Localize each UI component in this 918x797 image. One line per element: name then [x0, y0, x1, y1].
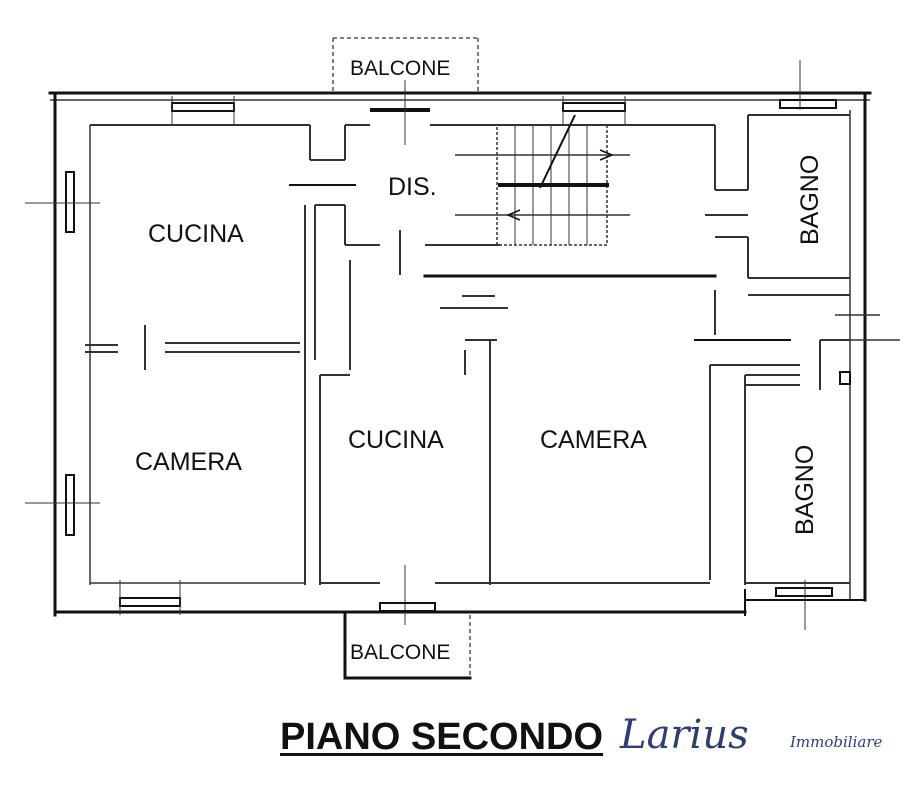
center-room-walls [319, 295, 850, 625]
room-label-camera-center: CAMERA [540, 426, 647, 454]
room-label-cucina-center: CUCINA [348, 426, 444, 454]
center-left-wall [289, 184, 356, 585]
top-balcony [332, 37, 479, 145]
brand-logo-tagline: Immobiliare [790, 733, 883, 751]
right-middle-walls [694, 290, 900, 585]
room-label-bagno-bottom: BAGNO [791, 445, 819, 535]
left-windows [25, 171, 100, 536]
top-inner-wall [90, 114, 850, 191]
brand-logo-name: Larius [620, 712, 749, 758]
room-label-cucina-left: CUCINA [148, 220, 244, 248]
room-label-bagno-top: BAGNO [796, 155, 824, 245]
kitchen-bedroom-divider [85, 325, 300, 370]
bottom-windows [119, 580, 833, 630]
staircase [455, 114, 630, 246]
room-label-balcone-bottom: BALCONE [350, 641, 450, 664]
hall-walls [320, 205, 717, 376]
room-label-camera-left: CAMERA [135, 448, 242, 476]
top-windows [171, 60, 837, 125]
room-label-dis: DIS. [388, 173, 437, 201]
room-label-balcone-top: BALCONE [350, 57, 450, 80]
floor-title: PIANO SECONDO [280, 716, 604, 758]
floor-plan-drawing: BALCONE DIS. CUCINA BAGNO CAMERA CUCINA … [25, 37, 900, 680]
bottom-balcony [343, 613, 472, 680]
top-bathroom-walls [705, 214, 850, 296]
